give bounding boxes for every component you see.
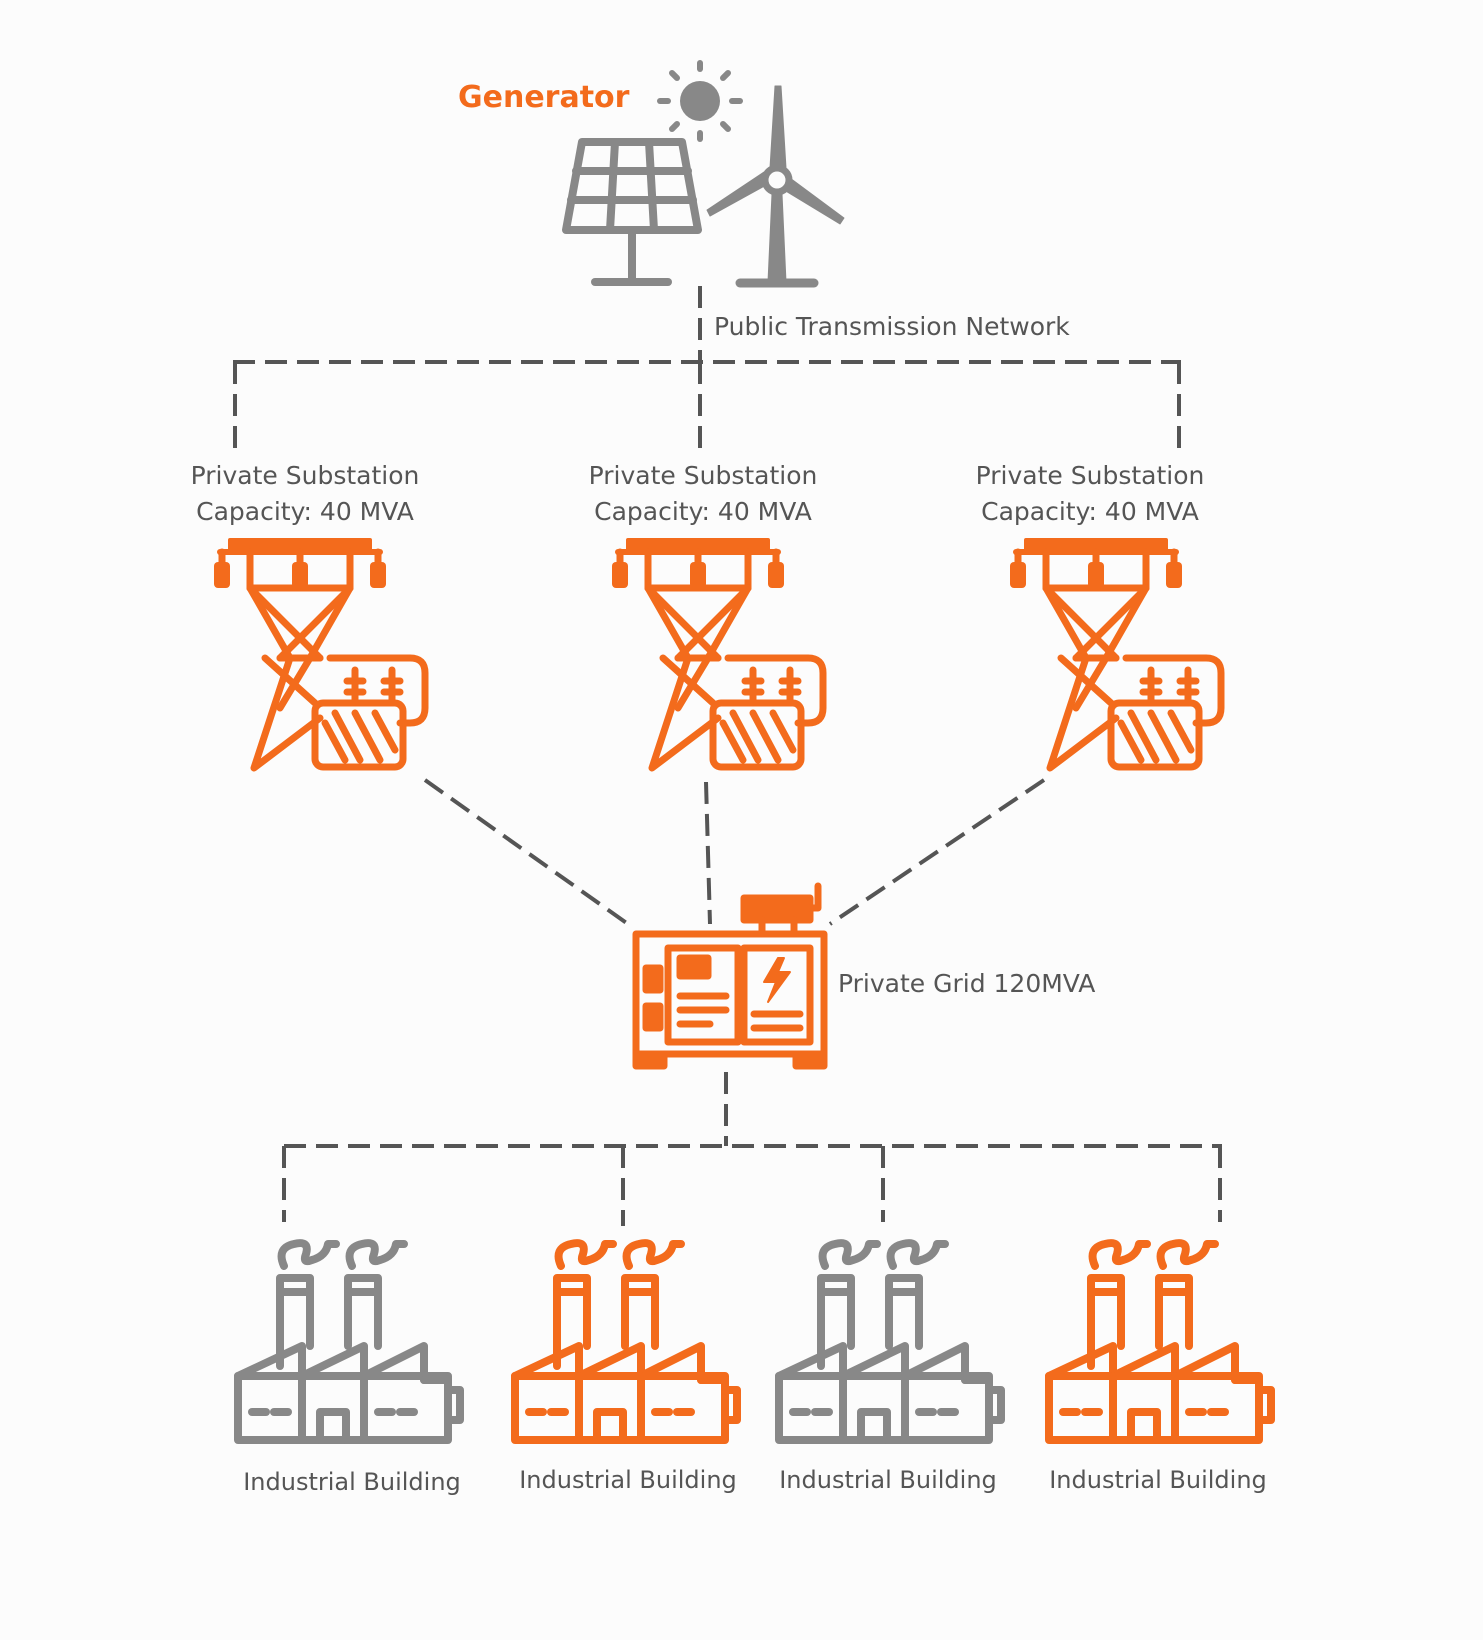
public-network-label: Public Transmission Network bbox=[714, 312, 1070, 341]
building-1-label: Industrial Building bbox=[243, 1468, 461, 1496]
building-4-label: Industrial Building bbox=[1049, 1466, 1267, 1494]
link-sub3-grid bbox=[828, 778, 1046, 926]
factory-2-icon bbox=[515, 1243, 737, 1440]
factory-4-icon bbox=[1049, 1243, 1271, 1440]
substation-3-label: Private Substation Capacity: 40 MVA bbox=[930, 458, 1250, 530]
substation-2-icon bbox=[612, 538, 823, 768]
substation-1-label: Private Substation Capacity: 40 MVA bbox=[145, 458, 465, 530]
sun-icon bbox=[657, 60, 743, 142]
substation-2-name: Private Substation bbox=[588, 461, 818, 490]
factory-1-icon bbox=[238, 1243, 460, 1440]
generator-title: Generator bbox=[458, 80, 630, 115]
building-2-label: Industrial Building bbox=[519, 1466, 737, 1494]
private-grid-label: Private Grid 120MVA bbox=[838, 969, 1096, 998]
building-3-label: Industrial Building bbox=[779, 1466, 997, 1494]
substation-3-capacity: Capacity: 40 MVA bbox=[981, 497, 1199, 526]
power-generator-icon bbox=[632, 882, 828, 1070]
factory-3-icon bbox=[779, 1243, 1001, 1440]
solar-panel-icon bbox=[562, 138, 702, 286]
substation-1-icon bbox=[214, 538, 425, 768]
substation-1-capacity: Capacity: 40 MVA bbox=[196, 497, 414, 526]
connector-lines bbox=[233, 286, 1222, 1226]
substation-2-label: Private Substation Capacity: 40 MVA bbox=[543, 458, 863, 530]
substation-3-icon bbox=[1010, 538, 1221, 768]
substation-2-capacity: Capacity: 40 MVA bbox=[594, 497, 812, 526]
link-sub2-grid bbox=[704, 781, 712, 925]
link-sub1-grid bbox=[423, 778, 630, 926]
substation-3-name: Private Substation bbox=[975, 461, 1205, 490]
substation-1-name: Private Substation bbox=[190, 461, 420, 490]
wind-turbine-icon bbox=[706, 85, 845, 288]
